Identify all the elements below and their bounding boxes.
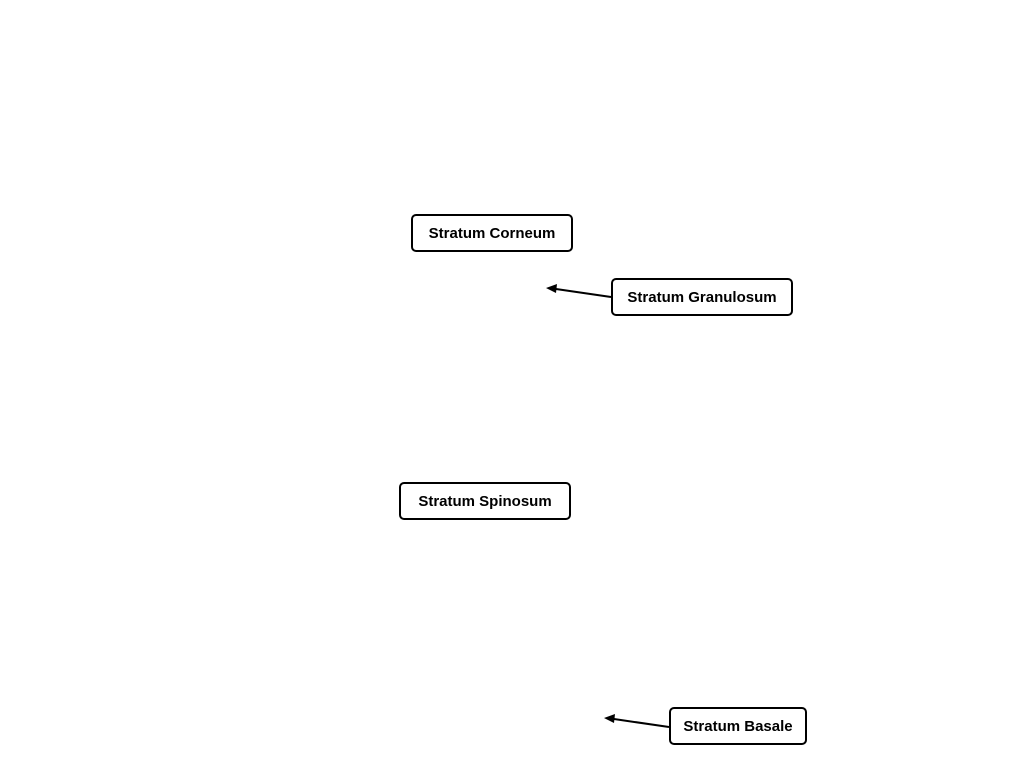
label-stratum-corneum: Stratum Corneum	[411, 214, 573, 252]
label-stratum-granulosum: Stratum Granulosum	[611, 278, 793, 316]
label-stratum-basale: Stratum Basale	[669, 707, 807, 745]
arrow-basale	[604, 714, 670, 728]
label-stratum-spinosum: Stratum Spinosum	[399, 482, 571, 520]
arrow-granulosum	[546, 284, 612, 298]
